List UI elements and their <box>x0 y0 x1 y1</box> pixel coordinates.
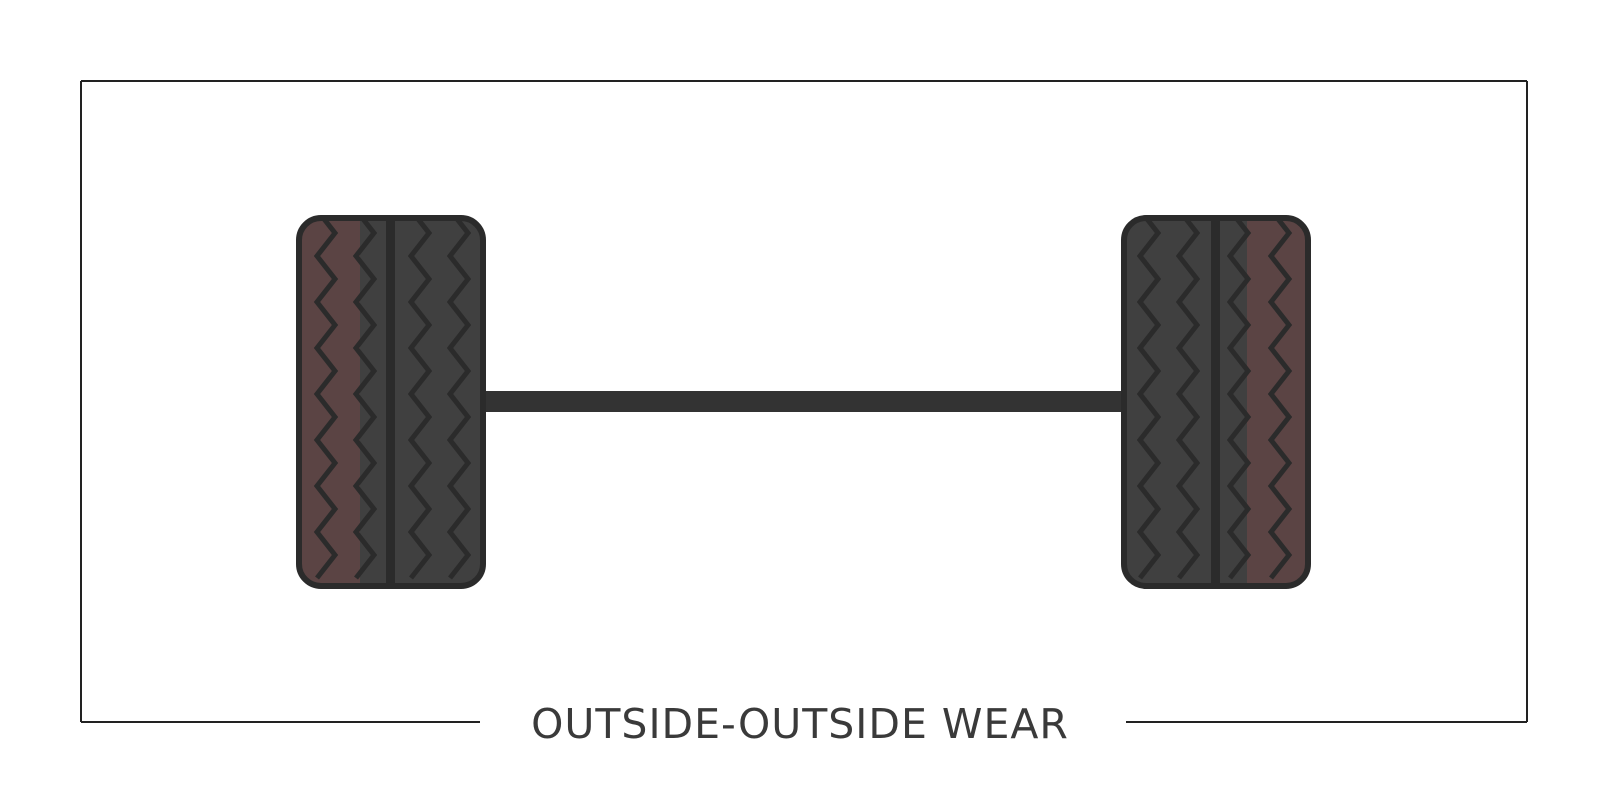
left-tire-tread-line <box>313 218 339 580</box>
left-tire-tread-line <box>352 218 378 580</box>
right-tire <box>1121 215 1311 589</box>
left-tire <box>296 215 486 589</box>
left-tire-tread-line <box>446 218 472 580</box>
right-tire-tread-line <box>1226 218 1252 580</box>
right-tire-tread <box>1136 218 1293 580</box>
frame <box>80 80 1528 723</box>
axle <box>480 391 1130 412</box>
right-tire-groove <box>1211 218 1220 586</box>
right-tire-tread-line <box>1136 218 1162 580</box>
diagram-caption: OUTSIDE-OUTSIDE WEAR <box>480 694 1120 754</box>
right-tire-tread-line <box>1267 218 1293 580</box>
left-tire-tread-line <box>407 218 433 580</box>
left-tire-groove <box>386 218 395 586</box>
right-tire-outline <box>1121 215 1311 589</box>
right-tire-tread-line <box>1175 218 1201 580</box>
left-tire-tread <box>313 218 472 580</box>
left-tire-outline <box>296 215 486 589</box>
left-tire-wear-zone <box>302 218 360 586</box>
